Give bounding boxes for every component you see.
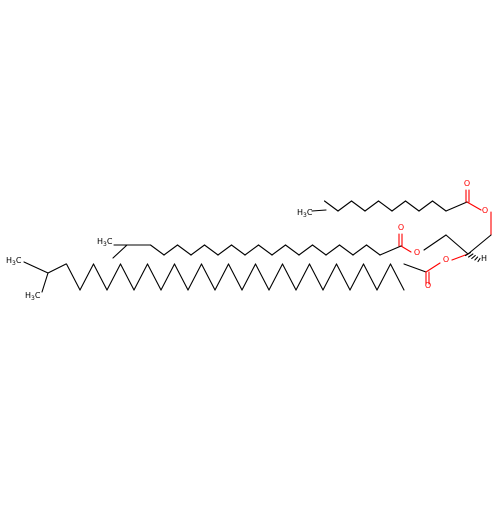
chain3-bond-line	[119, 263, 135, 291]
stereo-hash-line	[477, 257, 481, 263]
chain3-bond-line	[214, 263, 230, 291]
chain3-bond-line	[268, 263, 284, 291]
stereo-hydrogen-label: H	[481, 254, 487, 263]
chain2-bond-line	[325, 244, 341, 256]
chain3-bond-line	[200, 263, 216, 291]
chain2-bond-line	[163, 244, 179, 256]
chain3-bond-line	[295, 263, 311, 291]
bond-line	[467, 234, 492, 255]
chain2-bond-line	[244, 244, 260, 256]
chain3-bond-line	[376, 263, 392, 291]
bond-line	[41, 272, 49, 293]
bond-line	[445, 201, 468, 212]
chain1-bond-line	[337, 200, 353, 212]
bond-line	[445, 234, 469, 255]
chain3-bond-line	[227, 263, 243, 291]
ester1-carbonyl-oxygen-label: O	[464, 179, 470, 188]
ester3-link-oxygen-label: O	[443, 255, 449, 264]
chain3-bond-line	[173, 263, 189, 291]
chain3-bond-line	[322, 263, 338, 291]
chain2-bond-line	[217, 244, 233, 256]
bond-line	[425, 262, 441, 273]
chain2-bond-line	[298, 244, 314, 256]
chain2-bond-line	[338, 244, 354, 256]
bond-layer	[23, 189, 492, 293]
chain1-bond-line	[418, 200, 434, 212]
chain3-bond-line	[187, 263, 203, 291]
chain3-bond-line	[160, 263, 176, 291]
chain3-bond-line	[106, 263, 122, 291]
chain3-branch-methyl-label: H3C	[25, 291, 41, 302]
bond-line	[379, 245, 402, 256]
bond-line	[311, 209, 327, 212]
ester2-link-oxygen-label: O	[414, 248, 420, 257]
chain3-bond-line	[146, 263, 162, 291]
bond-line	[466, 201, 482, 211]
chain3-bond-line	[335, 263, 351, 291]
chain2-bond-line	[271, 244, 287, 256]
chain1-bond-line	[364, 200, 380, 212]
chain2-bond-line	[203, 244, 219, 256]
chain1-bond-line	[431, 200, 447, 212]
ester1-link-oxygen-label: O	[482, 206, 488, 215]
chain1-bond-line	[350, 200, 366, 212]
chain1-bond-line	[391, 200, 407, 212]
bond-line	[112, 244, 128, 259]
chain3-bond-line	[281, 263, 297, 291]
ester3-carbonyl-oxygen-label: O	[425, 281, 431, 290]
chain2-branch-methyl-label: H3C	[97, 237, 113, 248]
stereo-hash-line	[468, 253, 474, 258]
stereo-hash-line	[471, 254, 476, 260]
bond-line	[400, 245, 412, 253]
chain3-bond-line	[389, 263, 405, 291]
chain2-bond-line	[176, 244, 192, 256]
chain3-bond-line	[308, 263, 324, 291]
chain1-bond-line	[404, 200, 420, 212]
chain3-bond-line	[92, 263, 108, 291]
chain2-bond-line	[149, 244, 165, 256]
chain3-bond-line	[362, 263, 378, 291]
chain1-bond-line	[377, 200, 393, 212]
bond-line	[423, 234, 447, 251]
chain1-bond-line	[323, 200, 339, 212]
chain2-bond-line	[190, 244, 206, 256]
bond-line	[47, 263, 67, 274]
chain3-bond-line	[65, 263, 81, 291]
atom-label-layer: O O O O O O H H3C H3C H3C H3C	[6, 179, 488, 302]
chain2-bond-line	[284, 244, 300, 256]
bond-line	[403, 263, 427, 273]
stereo-hash-line	[464, 251, 472, 257]
chain2-bond-line	[230, 244, 246, 256]
chain2-bond-line	[311, 244, 327, 256]
chain3-bond-line	[79, 263, 95, 291]
chain3-bond-line	[349, 263, 365, 291]
chain1-terminal-methyl-label: H3C	[297, 208, 313, 219]
chain3-bond-line	[254, 263, 270, 291]
ester2-carbonyl-oxygen-label: O	[398, 223, 404, 232]
chain2-bond-line	[257, 244, 273, 256]
chain2-bond-line	[365, 244, 381, 256]
chain3-bond-line	[133, 263, 149, 291]
stereo-hash-line	[474, 256, 479, 261]
chain2-bond-line	[352, 244, 368, 256]
bond-line	[23, 261, 49, 274]
chain3-bond-line	[241, 263, 257, 291]
chain3-terminal-methyl-label: H3C	[6, 256, 22, 267]
